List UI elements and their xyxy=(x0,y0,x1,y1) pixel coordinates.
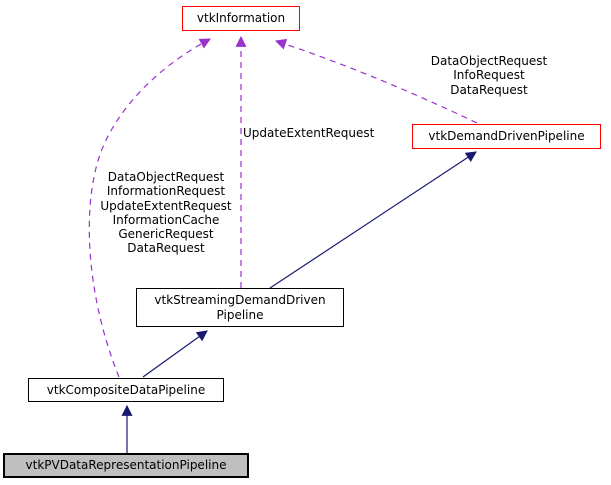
node-vtkpvdatarepresentationpipeline: vtkPVDataRepresentationPipeline xyxy=(3,453,249,478)
edge-label-demand-driven-to-information: DataObjectRequest InfoRequest DataReques… xyxy=(430,54,548,97)
node-vtkdemanddrivenpipeline[interactable]: vtkDemandDrivenPipeline xyxy=(412,124,601,149)
edge-label-composite-to-information: DataObjectRequest InformationRequest Upd… xyxy=(100,170,232,256)
edge-inheritance-composite-to-streaming xyxy=(142,330,208,378)
node-vtkinformation[interactable]: vtkInformation xyxy=(182,6,300,31)
node-vtkcompositedatapipeline[interactable]: vtkCompositeDataPipeline xyxy=(28,378,224,402)
edge-label-streaming-to-information: UpdateExtentRequest xyxy=(243,126,375,140)
edge-inheritance-streaming-to-demand-driven xyxy=(269,151,477,289)
node-vtkstreamingdemanddrivenpipeline[interactable]: vtkStreamingDemandDriven Pipeline xyxy=(136,288,344,327)
edge-usage-composite-to-information xyxy=(88,38,211,378)
edge-usage-demand-driven-to-information xyxy=(274,38,478,124)
